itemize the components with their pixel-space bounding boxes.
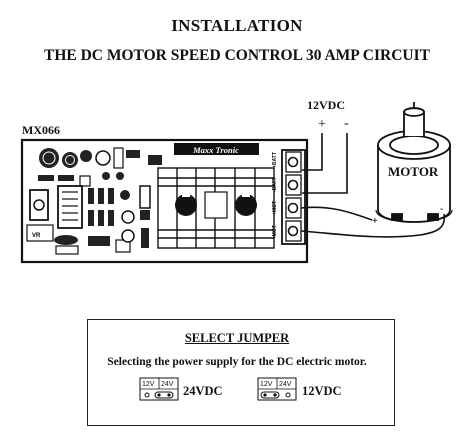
mosfet-1 xyxy=(175,194,197,216)
terminal-label-3: +MOT xyxy=(272,201,278,215)
jumper-24v-label: 24VDC xyxy=(183,384,223,398)
jumper-12v-label: 12VDC xyxy=(302,384,342,398)
capacitor-1 xyxy=(39,148,59,168)
wire-power-positive xyxy=(302,133,323,171)
page-title: INSTALLATION xyxy=(171,16,303,35)
capacitor-2 xyxy=(62,152,78,168)
motor-label: MOTOR xyxy=(388,164,439,179)
wire-motor-negative xyxy=(300,213,446,238)
brand-strip xyxy=(174,143,259,155)
jumper-24v-icon xyxy=(139,377,179,401)
wire-motor-positive xyxy=(300,206,373,221)
mosfet-2 xyxy=(235,194,257,216)
power-minus-label: - xyxy=(344,116,349,131)
trimmer-block xyxy=(29,189,49,221)
power-supply-label: 12VDC xyxy=(307,98,345,112)
power-plus-label: + xyxy=(318,117,326,132)
dc-motor xyxy=(375,102,453,223)
terminal-label-2: -BATT xyxy=(272,177,278,192)
svg-text:-: - xyxy=(440,204,443,215)
select-jumper-description: Selecting the power supply for the DC el… xyxy=(107,356,367,368)
svg-text:+: + xyxy=(372,216,378,227)
brand-logo: Maxx Tronic xyxy=(192,145,239,155)
jumper-24v-pin-left: 12V xyxy=(142,381,155,388)
board-model-label: MX066 xyxy=(22,123,60,137)
jumper-12v-pin-right: 24V xyxy=(279,381,292,388)
svg-text:VR: VR xyxy=(32,233,41,239)
capacitor-4 xyxy=(95,150,111,166)
select-jumper-panel xyxy=(87,319,395,426)
jumper-24v-pin-right: 24V xyxy=(161,381,174,388)
jumper-12v-pin-left: 12V xyxy=(260,381,273,388)
page-subtitle: THE DC MOTOR SPEED CONTROL 30 AMP CIRCUI… xyxy=(44,47,430,64)
capacitor-3 xyxy=(80,150,92,162)
wire-power-negative xyxy=(302,133,348,194)
terminal-label-1: +BATT xyxy=(272,152,278,168)
terminal-block xyxy=(281,149,306,245)
jumper-12v-icon xyxy=(257,377,297,401)
circuit-board xyxy=(20,138,309,264)
select-jumper-title: SELECT JUMPER xyxy=(184,331,290,345)
ic-chip xyxy=(57,185,83,229)
terminal-label-4: -MOT xyxy=(272,225,278,238)
